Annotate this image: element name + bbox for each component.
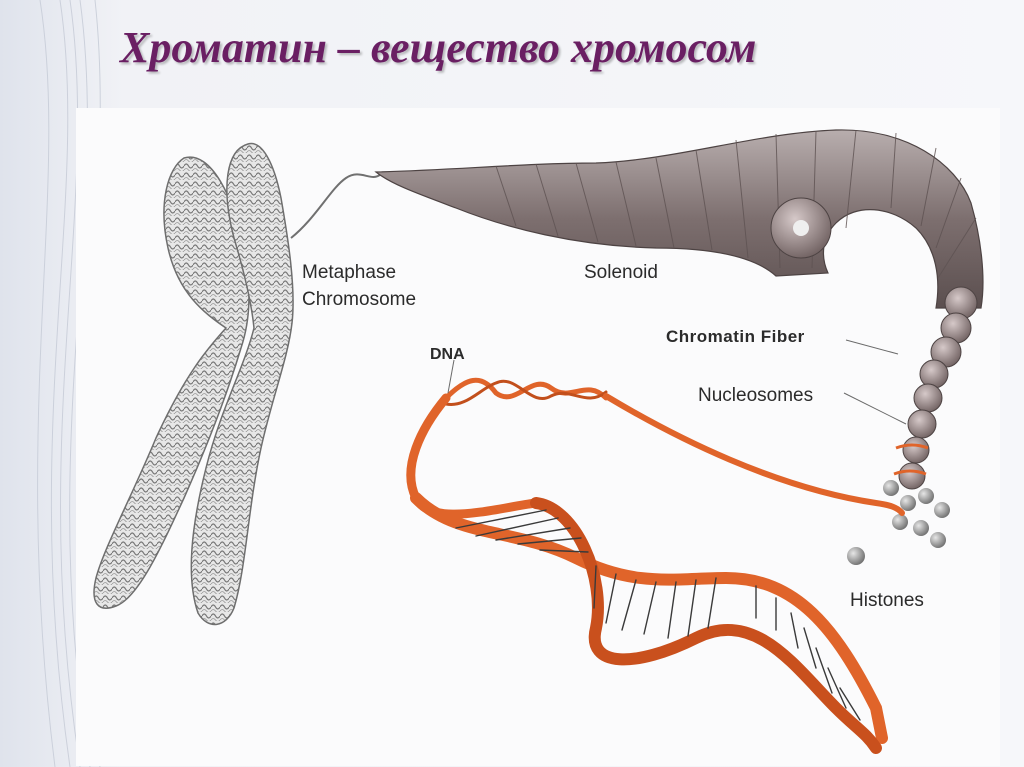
dna-double-helix	[406, 377, 905, 754]
label-histones: Histones	[850, 590, 924, 611]
label-solenoid: Solenoid	[584, 262, 658, 283]
solenoid	[374, 129, 984, 309]
chromatin-diagram: Metaphase Chromosome Solenoid Chromatin …	[76, 108, 1000, 766]
nucleosomes	[893, 409, 937, 490]
label-metaphase-line1: Metaphase	[302, 262, 396, 283]
chromatin-fiber	[913, 286, 978, 413]
label-dna: DNA	[430, 346, 465, 363]
label-nucleosomes: Nucleosomes	[698, 385, 813, 406]
chromatin-strand	[290, 173, 382, 239]
label-metaphase-line2: Chromosome	[302, 289, 416, 310]
metaphase-chromosome	[93, 142, 294, 626]
label-chromatin-fiber: Chromatin Fiber	[666, 327, 805, 346]
histones	[847, 480, 950, 565]
slide-title: Хроматин – вещество хромосом	[120, 23, 757, 72]
